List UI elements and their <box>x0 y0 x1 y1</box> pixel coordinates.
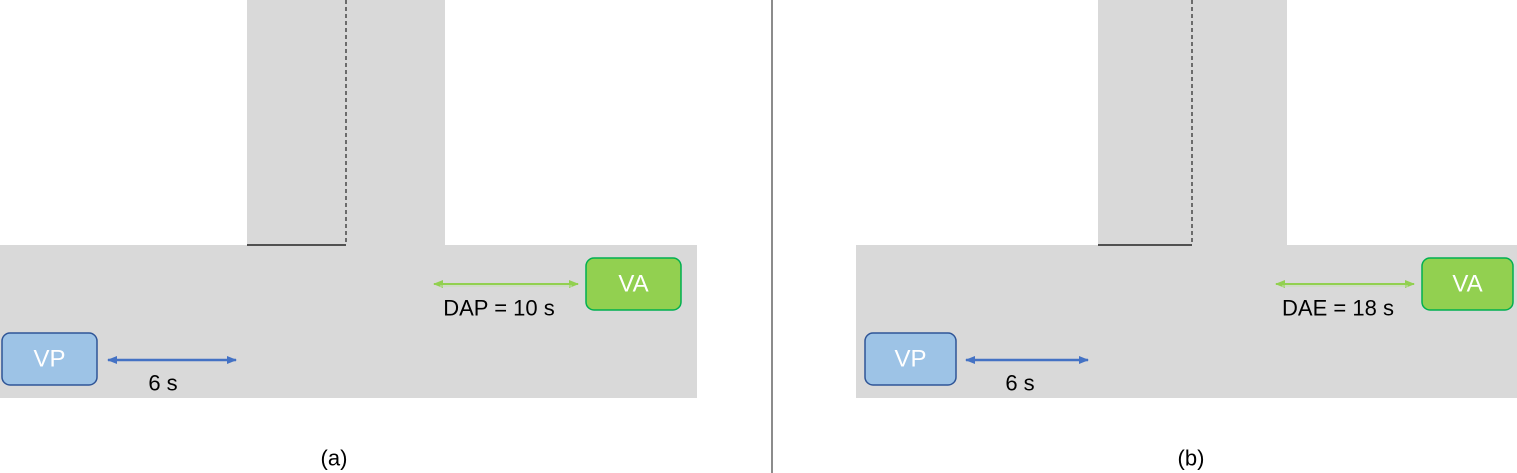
panel-caption-a: (a) <box>321 446 348 471</box>
vp-distance-label-a: 6 s <box>148 371 177 396</box>
panel-a: VA DAP = 10 s VP 6 s (a) <box>0 0 697 471</box>
vehicle-vp-label-a: VP <box>33 346 65 373</box>
va-distance-label-b: DAE = 18 s <box>1282 296 1394 321</box>
vehicle-va-label-b: VA <box>1452 271 1482 298</box>
va-distance-label-a: DAP = 10 s <box>443 296 555 321</box>
vp-distance-label-b: 6 s <box>1005 371 1034 396</box>
panel-b: VA DAE = 18 s VP 6 s (b) <box>856 0 1517 471</box>
vehicle-va-label-a: VA <box>618 271 648 298</box>
vehicle-vp-box-b <box>864 332 957 386</box>
vehicle-va-box-b <box>1421 257 1514 311</box>
main-road-a <box>0 245 697 398</box>
vehicle-vp-box-a <box>1 332 98 386</box>
vehicle-vp-label-b: VP <box>894 346 926 373</box>
panel-caption-b: (b) <box>1178 446 1205 471</box>
vehicle-va-box-a <box>585 257 682 311</box>
main-road-b <box>856 245 1517 398</box>
